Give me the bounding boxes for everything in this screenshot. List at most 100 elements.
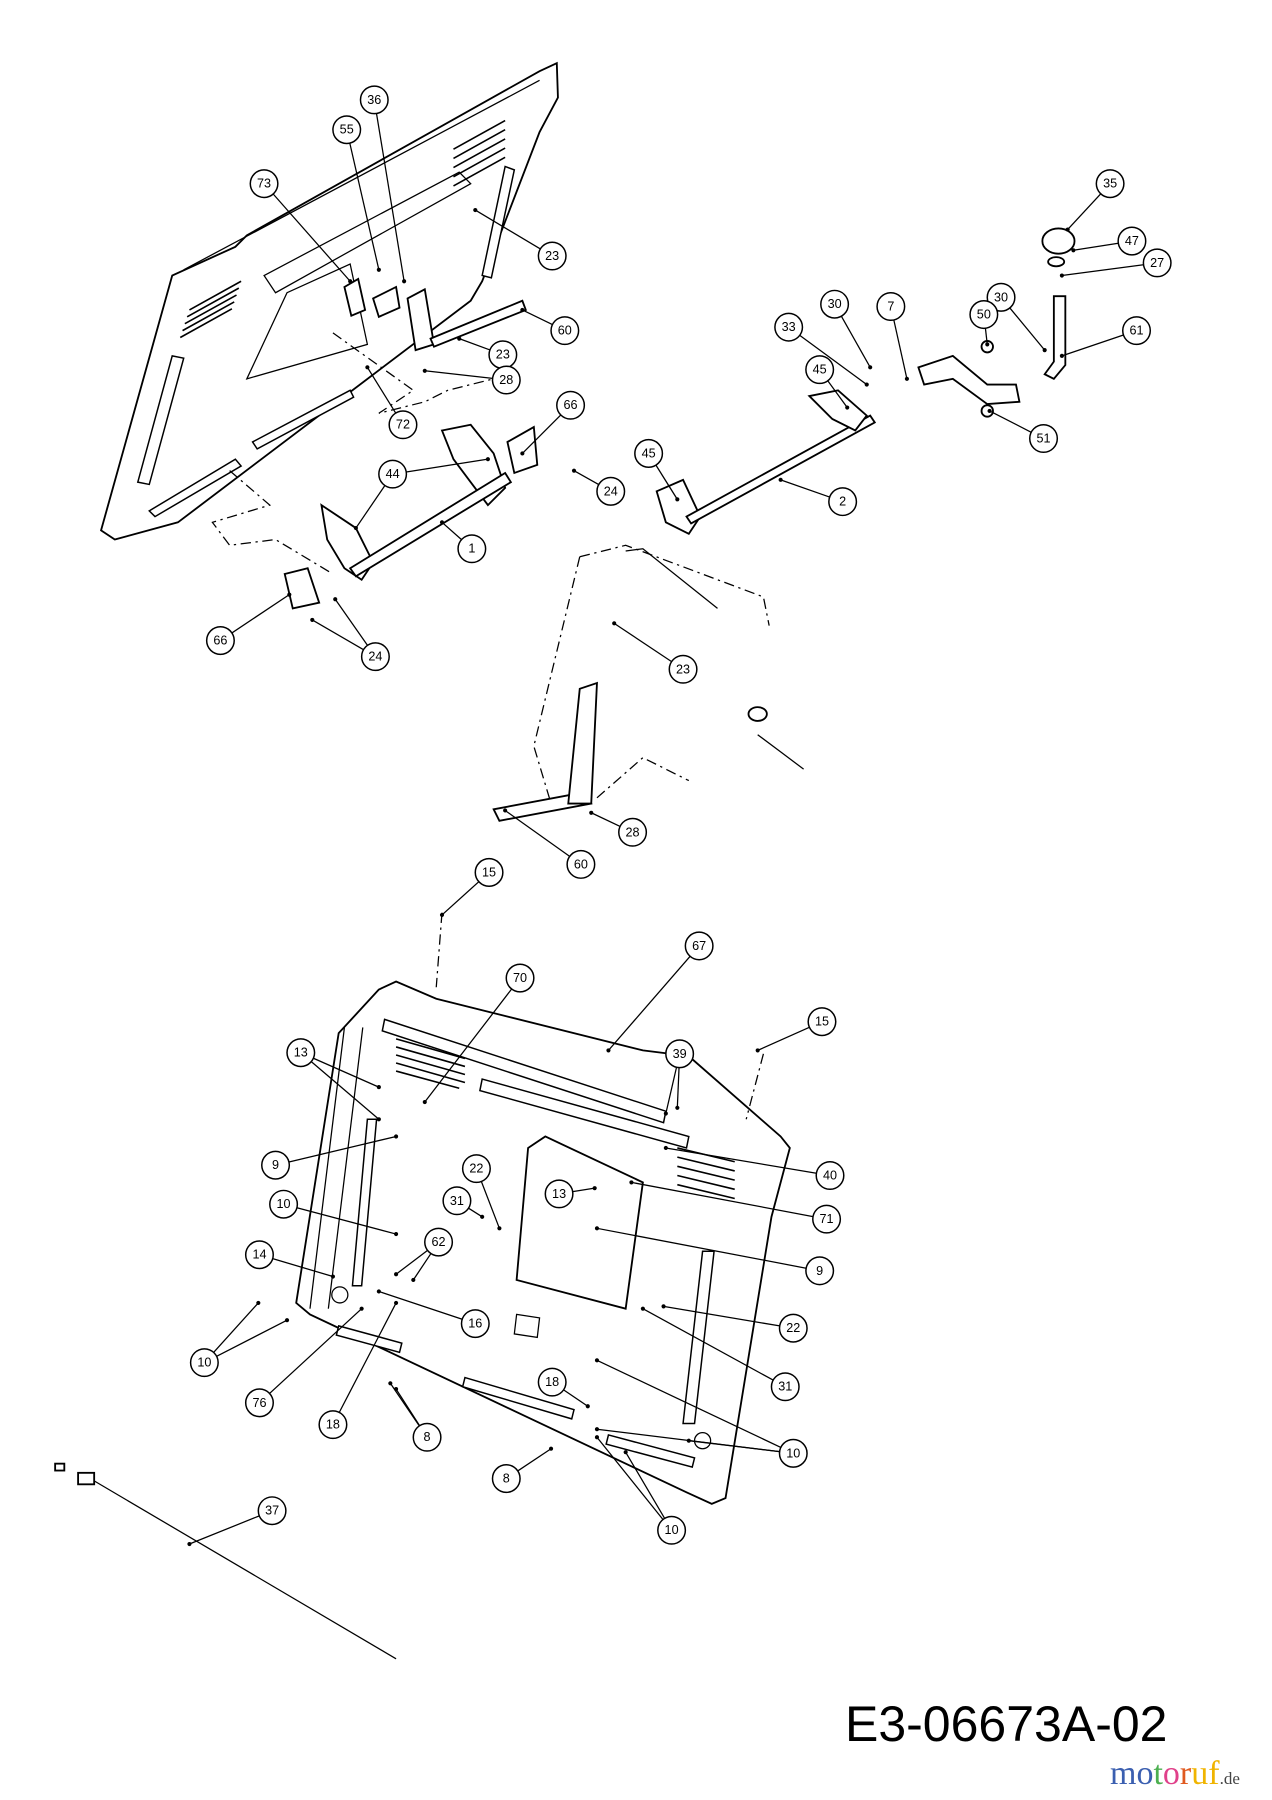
callout-circle	[457, 534, 487, 564]
callout-18: 18	[537, 1367, 590, 1409]
leader-line	[984, 328, 988, 345]
callout-40: 40	[663, 1145, 845, 1191]
callout-number: 22	[786, 1321, 800, 1335]
callout-45: 45	[805, 355, 850, 410]
leader-arrowhead	[330, 1274, 336, 1279]
callout-number: 66	[564, 398, 578, 412]
callout-number: 16	[468, 1317, 482, 1331]
upper-seat-panel	[99, 61, 559, 575]
callout-71: 71	[629, 1180, 842, 1234]
callout-circle	[491, 365, 521, 395]
callout-number: 72	[396, 418, 410, 432]
callout-number: 62	[432, 1235, 446, 1249]
callout-number: 73	[257, 177, 271, 191]
leader-arrowhead	[284, 1318, 290, 1323]
leader-arrowhead	[439, 912, 445, 917]
callout-circle	[332, 115, 362, 145]
callout-28: 28	[422, 365, 521, 395]
leader-line	[441, 521, 462, 541]
leader-arrowhead	[480, 1214, 485, 1219]
leader-line	[840, 315, 871, 368]
callout-number: 45	[642, 446, 656, 460]
callout-number: 9	[816, 1264, 823, 1278]
callout-14: 14	[244, 1240, 336, 1279]
callout-circle	[424, 1227, 454, 1257]
leader-line	[355, 485, 386, 529]
callout-circle	[805, 1256, 835, 1286]
leader-line	[474, 209, 541, 250]
leader-arrowhead	[904, 376, 909, 381]
leader-line	[310, 1061, 380, 1120]
callout-47: 47	[1071, 226, 1147, 256]
leader-line	[572, 1187, 595, 1193]
leader-line	[189, 1515, 260, 1545]
leader-arrowhead	[365, 365, 370, 370]
leader-arrowhead	[675, 1105, 680, 1110]
callout-circle	[388, 410, 418, 440]
leader-arrowhead	[985, 342, 990, 347]
callout-31: 31	[442, 1186, 485, 1219]
callout-60: 60	[520, 307, 580, 346]
leader-line	[349, 143, 380, 270]
callout-circle	[460, 1309, 490, 1339]
callout-10: 10	[269, 1189, 399, 1237]
leader-line	[504, 809, 571, 857]
callout-24: 24	[571, 468, 626, 506]
callout-23: 23	[473, 208, 567, 271]
logo-suffix: .de	[1219, 1769, 1240, 1788]
callout-23: 23	[457, 336, 518, 370]
leader-arrowhead	[1059, 273, 1064, 278]
callout-circle	[618, 817, 648, 847]
callout-circle	[244, 1240, 274, 1270]
leader-arrowhead	[394, 1134, 399, 1139]
callout-60: 60	[503, 808, 596, 879]
leader-arrowhead	[394, 1231, 399, 1237]
leader-line	[231, 594, 290, 634]
leader-line	[676, 1067, 680, 1108]
callout-circle	[774, 312, 804, 342]
leader-line	[522, 309, 553, 326]
callout-number: 66	[213, 634, 227, 648]
logo-letter: m	[1110, 1755, 1137, 1792]
logo-letter: t	[1153, 1755, 1163, 1792]
leader-arrowhead	[256, 1300, 261, 1305]
callout-number: 2	[839, 495, 846, 509]
leader-arrowhead	[520, 307, 525, 313]
leader-line	[665, 1067, 678, 1114]
callout-number: 15	[815, 1015, 829, 1029]
leader-line	[989, 410, 1032, 433]
leader-arrowhead	[457, 336, 462, 341]
leader-arrowhead	[868, 365, 873, 370]
callout-number: 30	[994, 290, 1008, 304]
leader-line	[642, 1308, 774, 1381]
leader-arrowhead	[473, 208, 478, 213]
callout-circle	[1029, 423, 1059, 454]
callout-number: 47	[1125, 234, 1139, 248]
leader-arrowhead	[376, 267, 381, 272]
leader-line	[441, 881, 480, 916]
callout-62: 62	[394, 1227, 454, 1283]
leader-arrowhead	[1071, 248, 1076, 253]
leader-arrowhead	[594, 1435, 600, 1440]
callout-circle	[815, 1160, 845, 1191]
leader-line	[563, 1389, 589, 1407]
leader-arrowhead	[520, 451, 525, 456]
callout-55: 55	[332, 115, 381, 272]
callout-number: 67	[692, 939, 706, 953]
leader-arrowhead	[589, 810, 594, 815]
callout-number: 23	[496, 348, 510, 362]
callout-circle	[986, 282, 1016, 312]
callout-number: 23	[545, 249, 559, 263]
leader-arrowhead	[585, 1404, 590, 1409]
leader-arrowhead	[571, 468, 577, 473]
callout-number: 60	[574, 857, 588, 871]
leader-arrowhead	[439, 520, 445, 525]
leader-arrowhead	[348, 279, 353, 284]
callout-number: 70	[513, 971, 527, 985]
callout-number: 28	[626, 825, 640, 839]
leader-arrowhead	[422, 1099, 427, 1105]
leader-line	[216, 1319, 288, 1357]
leader-line	[521, 414, 562, 454]
callout-circle	[1142, 248, 1172, 278]
callout-number: 18	[326, 1418, 340, 1432]
